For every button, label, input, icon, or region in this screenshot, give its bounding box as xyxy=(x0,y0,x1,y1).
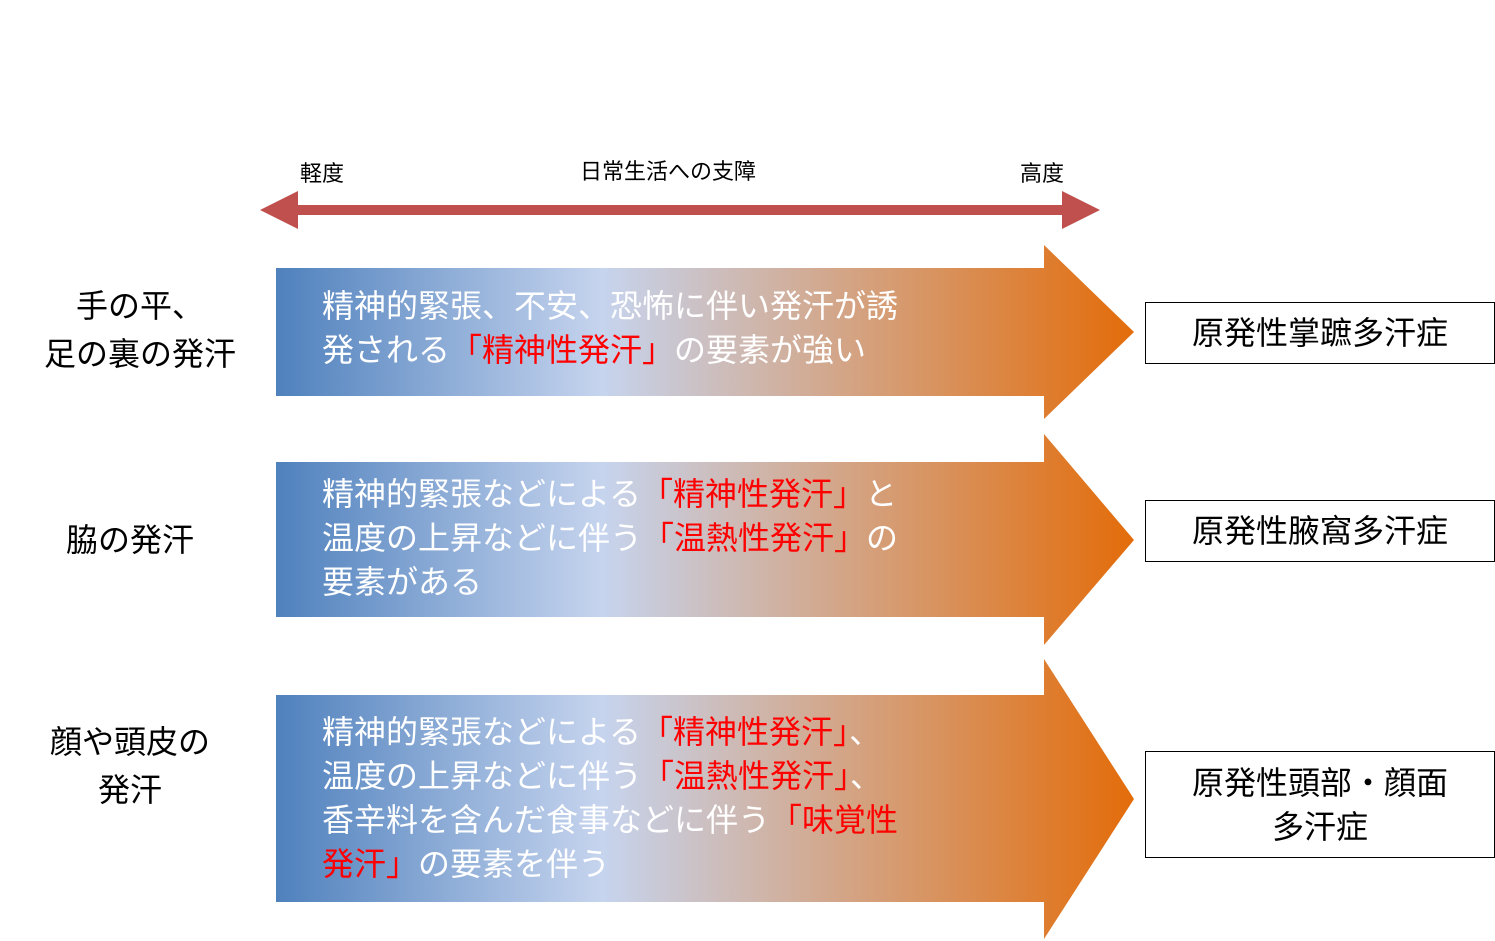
row-2-desc-line1: 精神的緊張などによる「精神性発汗」と xyxy=(322,472,898,516)
scale-double-arrow xyxy=(260,191,1100,229)
scale-left-label: 軽度 xyxy=(300,162,345,187)
row-2-result-box: 原発性腋窩多汗症 xyxy=(1145,500,1495,562)
row-1-left-label: 手の平、 足の裏の発汗 xyxy=(15,282,265,378)
row-1-result-box: 原発性掌蹠多汗症 xyxy=(1145,302,1495,364)
row-3-left-label: 顔や頭皮の 発汗 xyxy=(5,718,255,814)
row-3-desc-l2a: 温度の上昇などに伴う xyxy=(322,757,643,795)
row-2-desc-l1a: 精神的緊張などによる xyxy=(322,475,642,513)
row-1-result: 原発性掌蹠多汗症 xyxy=(1191,314,1448,352)
row-3-desc-line2: 温度の上昇などに伴う「温熱性発汗」、 xyxy=(322,754,898,798)
row-2-desc-line3: 要素がある xyxy=(322,563,483,601)
row-3-left-line2: 発汗 xyxy=(97,771,162,809)
row-1-desc-l2c: の要素が強い xyxy=(674,331,867,369)
row-1-desc-line2: 発される「精神性発汗」の要素が強い xyxy=(322,328,898,372)
row-3-desc-l2c: 、 xyxy=(850,757,883,795)
row-3-highlight-gustatory-a: 「味覚性 xyxy=(770,801,899,839)
row-3-desc-l1a: 精神的緊張などによる xyxy=(322,713,642,751)
row-1-left-line1: 手の平、 xyxy=(75,287,204,325)
row-1-desc-l2a: 発される xyxy=(322,331,451,369)
row-3-desc-line1: 精神的緊張などによる「精神性発汗」、 xyxy=(322,710,898,754)
row-1-arrow xyxy=(276,245,1134,419)
row-3-desc-l4b: の要素を伴う xyxy=(418,845,611,883)
row-3-result-line1: 原発性頭部・顔面 xyxy=(1191,763,1448,802)
row-3-highlight-mental: 「精神性発汗」 xyxy=(641,713,850,751)
row-2-left-line1: 脇の発汗 xyxy=(65,521,194,559)
row-2-desc-l2a: 温度の上昇などに伴う xyxy=(322,519,643,557)
row-1-desc-line1: 精神的緊張、不安、恐怖に伴い発汗が誘 xyxy=(322,287,899,325)
row-2-desc-line2: 温度の上昇などに伴う「温熱性発汗」の xyxy=(322,516,898,560)
row-3-highlight-gustatory-b: 発汗」 xyxy=(322,845,419,883)
scale-right-label: 高度 xyxy=(1020,162,1065,187)
row-3-description: 精神的緊張などによる「精神性発汗」、 温度の上昇などに伴う「温熱性発汗」、 香辛… xyxy=(322,710,898,886)
row-1-highlight-mental: 「精神性発汗」 xyxy=(450,331,675,369)
row-1-left-line2: 足の裏の発汗 xyxy=(43,335,236,373)
row-3-result-line2: 多汗症 xyxy=(1271,807,1368,846)
row-2-desc-l2c: の xyxy=(866,519,899,557)
row-3-arrow xyxy=(276,659,1134,939)
row-2-desc-l1c: と xyxy=(865,475,898,513)
row-3-left-line1: 顔や頭皮の xyxy=(49,723,210,761)
row-2-left-label: 脇の発汗 xyxy=(5,516,255,564)
row-2-highlight-mental: 「精神性発汗」 xyxy=(641,475,866,513)
row-3-desc-l3a: 香辛料を含んだ食事などに伴う xyxy=(322,801,771,839)
row-2-highlight-thermal: 「温熱性発汗」 xyxy=(642,519,867,557)
row-3-result-box: 原発性頭部・顔面 多汗症 xyxy=(1145,751,1495,858)
row-3-desc-line4: 発汗」の要素を伴う xyxy=(322,842,898,886)
row-2-arrow xyxy=(276,434,1134,645)
row-3-desc-l1c: 、 xyxy=(849,713,882,751)
row-2-description: 精神的緊張などによる「精神性発汗」と 温度の上昇などに伴う「温熱性発汗」の 要素… xyxy=(322,472,898,604)
row-3-highlight-thermal: 「温熱性発汗」 xyxy=(642,757,851,795)
row-3-desc-line3: 香辛料を含んだ食事などに伴う「味覚性 xyxy=(322,798,898,842)
row-2-result: 原発性腋窩多汗症 xyxy=(1191,512,1448,550)
scale-center-label: 日常生活への支障 xyxy=(580,160,757,185)
row-1-description: 精神的緊張、不安、恐怖に伴い発汗が誘 発される「精神性発汗」の要素が強い xyxy=(322,284,898,372)
